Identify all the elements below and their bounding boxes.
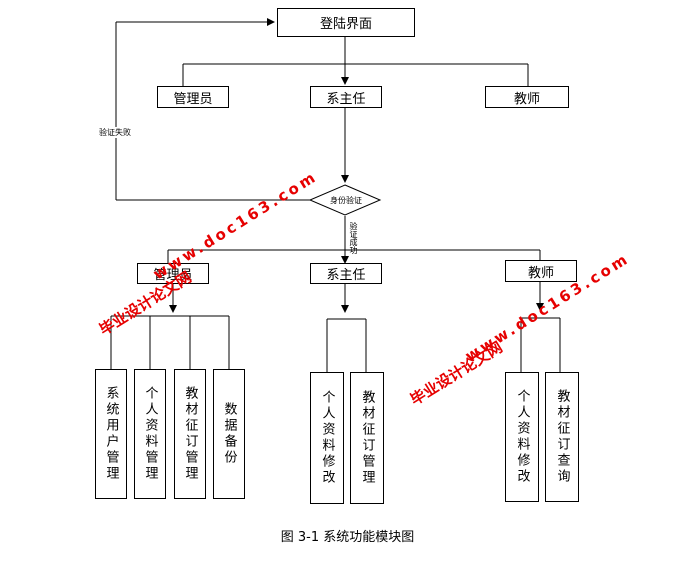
- teacher-role-node: 教师: [505, 260, 577, 282]
- data-backup-leaf: 数据备份: [213, 369, 245, 499]
- director-role-node-top: 系主任: [310, 86, 382, 108]
- admin-role-node: 管理员: [137, 263, 209, 284]
- sys-user-mgmt-leaf: 系统用户管理: [95, 369, 127, 499]
- teacher-profile-leaf: 个人资料修改: [505, 372, 539, 502]
- verify-node-label: 身份验证: [330, 196, 362, 205]
- director-order-mgmt-leaf: 教材征订管理: [350, 372, 384, 504]
- figure-caption: 图 3-1 系统功能模块图: [280, 530, 415, 545]
- teacher-role-node-top: 教师: [485, 86, 569, 108]
- success-edge-label: 验证成功: [349, 222, 358, 254]
- teacher-order-query-leaf: 教材征订查询: [545, 372, 579, 502]
- login-node: 登陆界面: [277, 8, 415, 37]
- admin-role-node-top: 管理员: [157, 86, 229, 108]
- admin-order-mgmt-leaf: 教材征订管理: [174, 369, 206, 499]
- director-role-node: 系主任: [310, 263, 382, 284]
- fail-edge-label: 验证失败: [98, 127, 132, 138]
- verify-diamond: [308, 184, 382, 216]
- admin-profile-mgmt-leaf: 个人资料管理: [134, 369, 166, 499]
- director-profile-leaf: 个人资料修改: [310, 372, 344, 504]
